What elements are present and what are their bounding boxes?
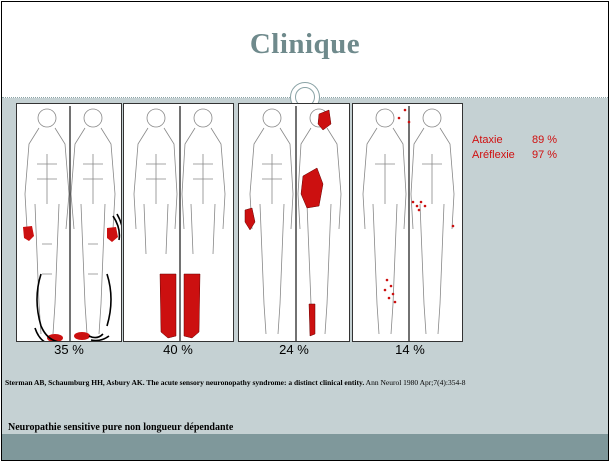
stat-value: 97 % xyxy=(532,148,557,163)
stat-value: 89 % xyxy=(532,133,557,148)
panel-2-percentage: 40 % xyxy=(138,342,218,357)
slide-title: Clinique xyxy=(2,28,608,61)
body-figure-illustration xyxy=(353,104,463,342)
citation: Sterman AB, Schaumburg HH, Asbury AK. Th… xyxy=(5,377,605,389)
body-figure-illustration xyxy=(124,104,234,342)
footer-band xyxy=(2,434,608,460)
conclusion-text: Neuropathie sensitive pure non longueur … xyxy=(8,422,233,433)
body-figure-illustration xyxy=(239,104,350,342)
citation-authors-title: Sterman AB, Schaumburg HH, Asbury AK. Th… xyxy=(5,378,364,387)
body-chart-panel-3 xyxy=(238,103,350,342)
citation-journal: Ann Neurol 1980 Apr;7(4):354-8 xyxy=(364,378,465,387)
body-chart-panel-2 xyxy=(123,103,234,342)
body-figure-illustration xyxy=(17,104,122,342)
body-chart-panel-1 xyxy=(16,103,122,342)
body-chart-panel-4 xyxy=(352,103,463,342)
lesion-patches xyxy=(245,110,331,336)
panel-3-percentage: 24 % xyxy=(254,342,334,357)
panel-4-percentage: 14 % xyxy=(370,342,450,357)
panel-1-percentage: 35 % xyxy=(29,342,109,357)
stat-label: Aréflexie xyxy=(472,148,532,163)
stat-label: Ataxie xyxy=(472,133,532,148)
